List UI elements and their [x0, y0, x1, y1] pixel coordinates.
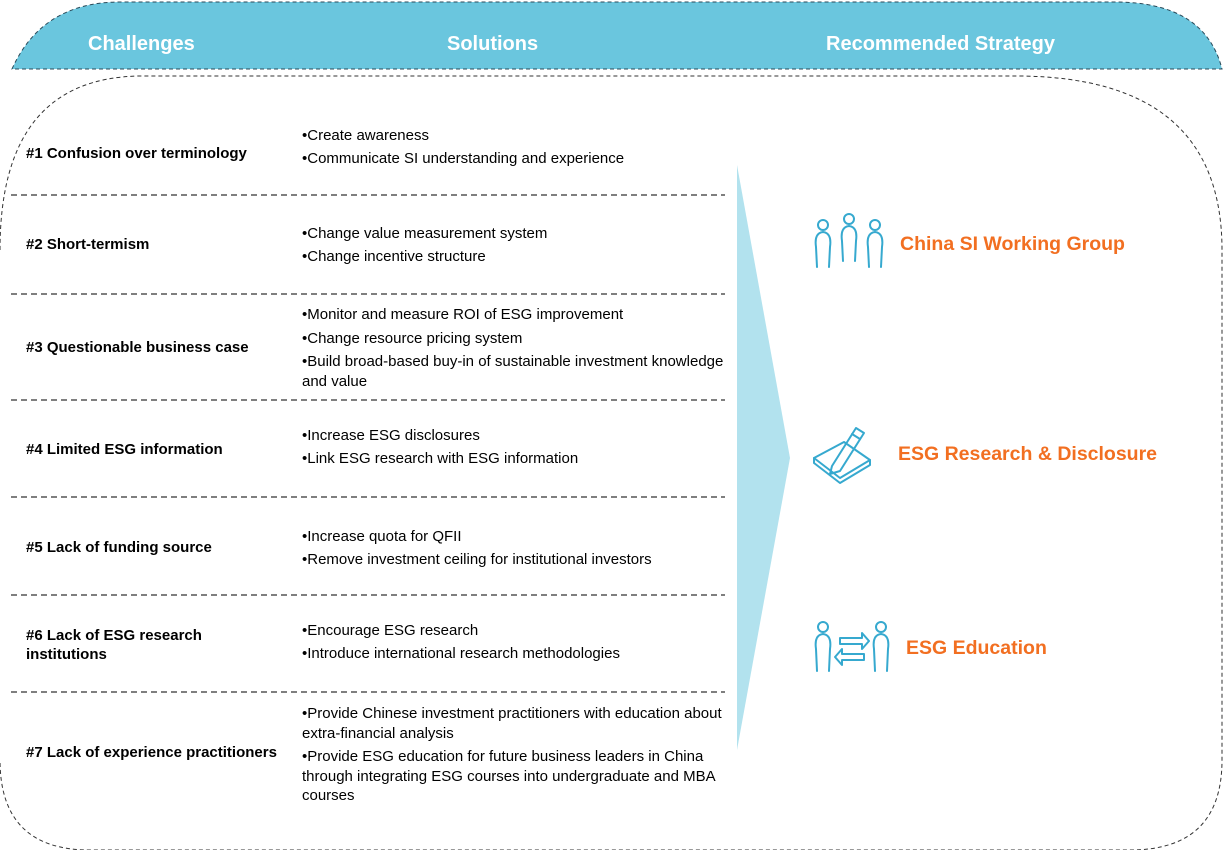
strategy-label: ESG Research & Disclosure	[898, 442, 1158, 465]
solutions-row-1: •Create awareness •Communicate SI unders…	[302, 120, 732, 174]
header-banner	[11, 1, 1223, 70]
challenge-5: #5 Lack of funding source	[26, 538, 212, 556]
strategy-label: China SI Working Group	[900, 232, 1125, 255]
header-recommended-strategy: Recommended Strategy	[826, 33, 1055, 55]
challenge-2: #2 Short-termism	[26, 235, 150, 253]
challenge-1: #1 Confusion over terminology	[26, 144, 247, 162]
header-solutions: Solutions	[447, 33, 539, 55]
solution-item: •Encourage ESG research	[302, 621, 479, 639]
solution-item: •Increase ESG disclosures	[302, 426, 480, 444]
solutions-row-5: •Increase quota for QFII •Remove investm…	[302, 508, 732, 588]
solution-item: •Create awareness	[302, 126, 429, 144]
solution-item: •Change incentive structure	[302, 248, 486, 265]
solutions-row-3: •Monitor and measure ROI of ESG improvem…	[302, 298, 732, 398]
challenge-7: #7 Lack of experience practitioners	[26, 743, 277, 761]
solutions-row-7: •Provide Chinese investment practitioner…	[302, 698, 732, 812]
solution-item: •Provide Chinese investment practitioner…	[302, 705, 722, 742]
challenge-3: #3 Questionable business case	[26, 339, 249, 356]
strategy-research-disclosure: ESG Research & Disclosure	[808, 422, 1157, 486]
solution-item: •Increase quota for QFII	[302, 527, 462, 545]
solution-item: •Monitor and measure ROI of ESG improvem…	[302, 306, 624, 323]
solution-item: •Change value measurement system	[302, 224, 548, 242]
solution-item: •Provide ESG education for future busine…	[302, 748, 715, 805]
solution-item: •Remove investment ceiling for instituti…	[302, 551, 652, 568]
strategy-education: ESG Education	[808, 614, 1047, 682]
solutions-row-2: •Change value measurement system •Change…	[302, 218, 732, 272]
people-exchange-icon	[814, 621, 890, 672]
solution-item: •Communicate SI understanding and experi…	[302, 150, 625, 167]
content-frame	[0, 75, 1223, 850]
flow-arrow	[737, 165, 790, 750]
strategy-working-group: China SI Working Group	[808, 210, 1125, 278]
pen-and-paper-icon	[813, 427, 871, 484]
solution-item: •Link ESG research with ESG information	[302, 450, 579, 467]
solution-item: •Build broad-based buy-in of sustainable…	[302, 353, 724, 390]
challenge-4: #4 Limited ESG information	[26, 440, 223, 458]
header-challenges: Challenges	[88, 33, 195, 55]
solution-item: •Change resource pricing system	[302, 329, 523, 347]
people-group-icon	[814, 213, 884, 268]
strategy-label: ESG Education	[906, 636, 1047, 659]
solutions-row-6: •Encourage ESG research •Introduce inter…	[302, 615, 732, 669]
challenge-6: #6 Lack of ESG research institutions	[26, 627, 202, 663]
solutions-row-4: •Increase ESG disclosures •Link ESG rese…	[302, 420, 732, 474]
solution-item: •Introduce international research method…	[302, 645, 620, 662]
